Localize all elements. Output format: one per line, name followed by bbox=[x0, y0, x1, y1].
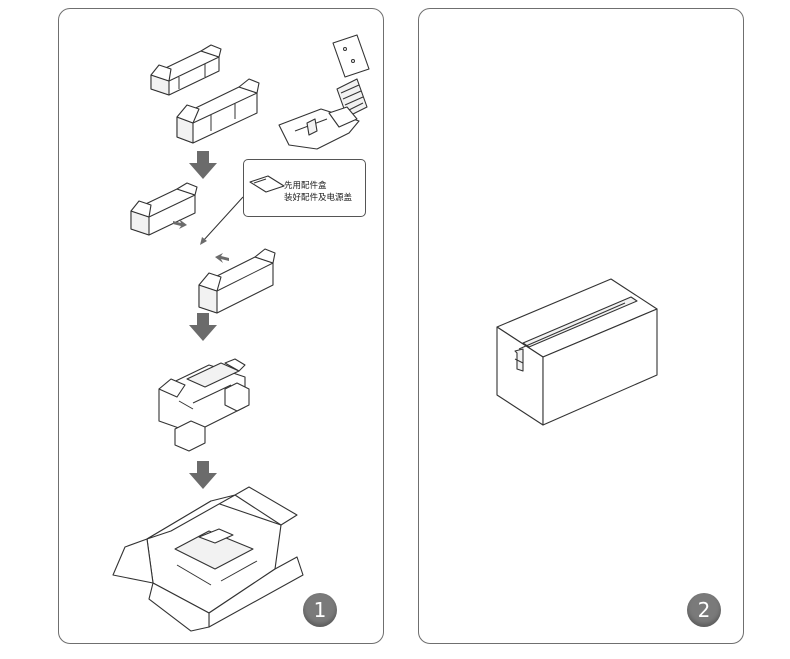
assembled-foam bbox=[158, 358, 250, 452]
stand-parts bbox=[278, 34, 370, 150]
callout-line-1: 先用配件盒 bbox=[284, 181, 327, 191]
step-1-illustration bbox=[112, 34, 370, 632]
step-number-badge: 1 bbox=[303, 593, 337, 627]
step-number-badge: 2 bbox=[687, 593, 721, 627]
open-carton bbox=[112, 486, 304, 632]
accessory-box-icon bbox=[249, 175, 285, 193]
step-2-panel: 2 bbox=[418, 8, 744, 644]
step-1-panel: 先用配件盒 装好配件及电源盖 1 bbox=[58, 8, 384, 644]
small-arrow-left bbox=[215, 253, 229, 263]
callout-box: 先用配件盒 装好配件及电源盖 bbox=[243, 159, 366, 217]
foam-insert-step3 bbox=[198, 248, 276, 314]
sealed-carton bbox=[496, 278, 658, 426]
arrow-down-2 bbox=[189, 313, 217, 341]
foam-insert-step2 bbox=[130, 182, 198, 236]
callout-text: 先用配件盒 装好配件及电源盖 bbox=[284, 180, 352, 204]
foam-insert-middle bbox=[176, 78, 260, 144]
foam-insert-top bbox=[150, 44, 222, 96]
sealed-box-illustration bbox=[496, 278, 658, 426]
small-arrow-right bbox=[173, 219, 187, 229]
callout-line-2: 装好配件及电源盖 bbox=[284, 193, 353, 203]
arrow-down-3 bbox=[189, 461, 217, 489]
arrow-down-1 bbox=[189, 151, 217, 179]
